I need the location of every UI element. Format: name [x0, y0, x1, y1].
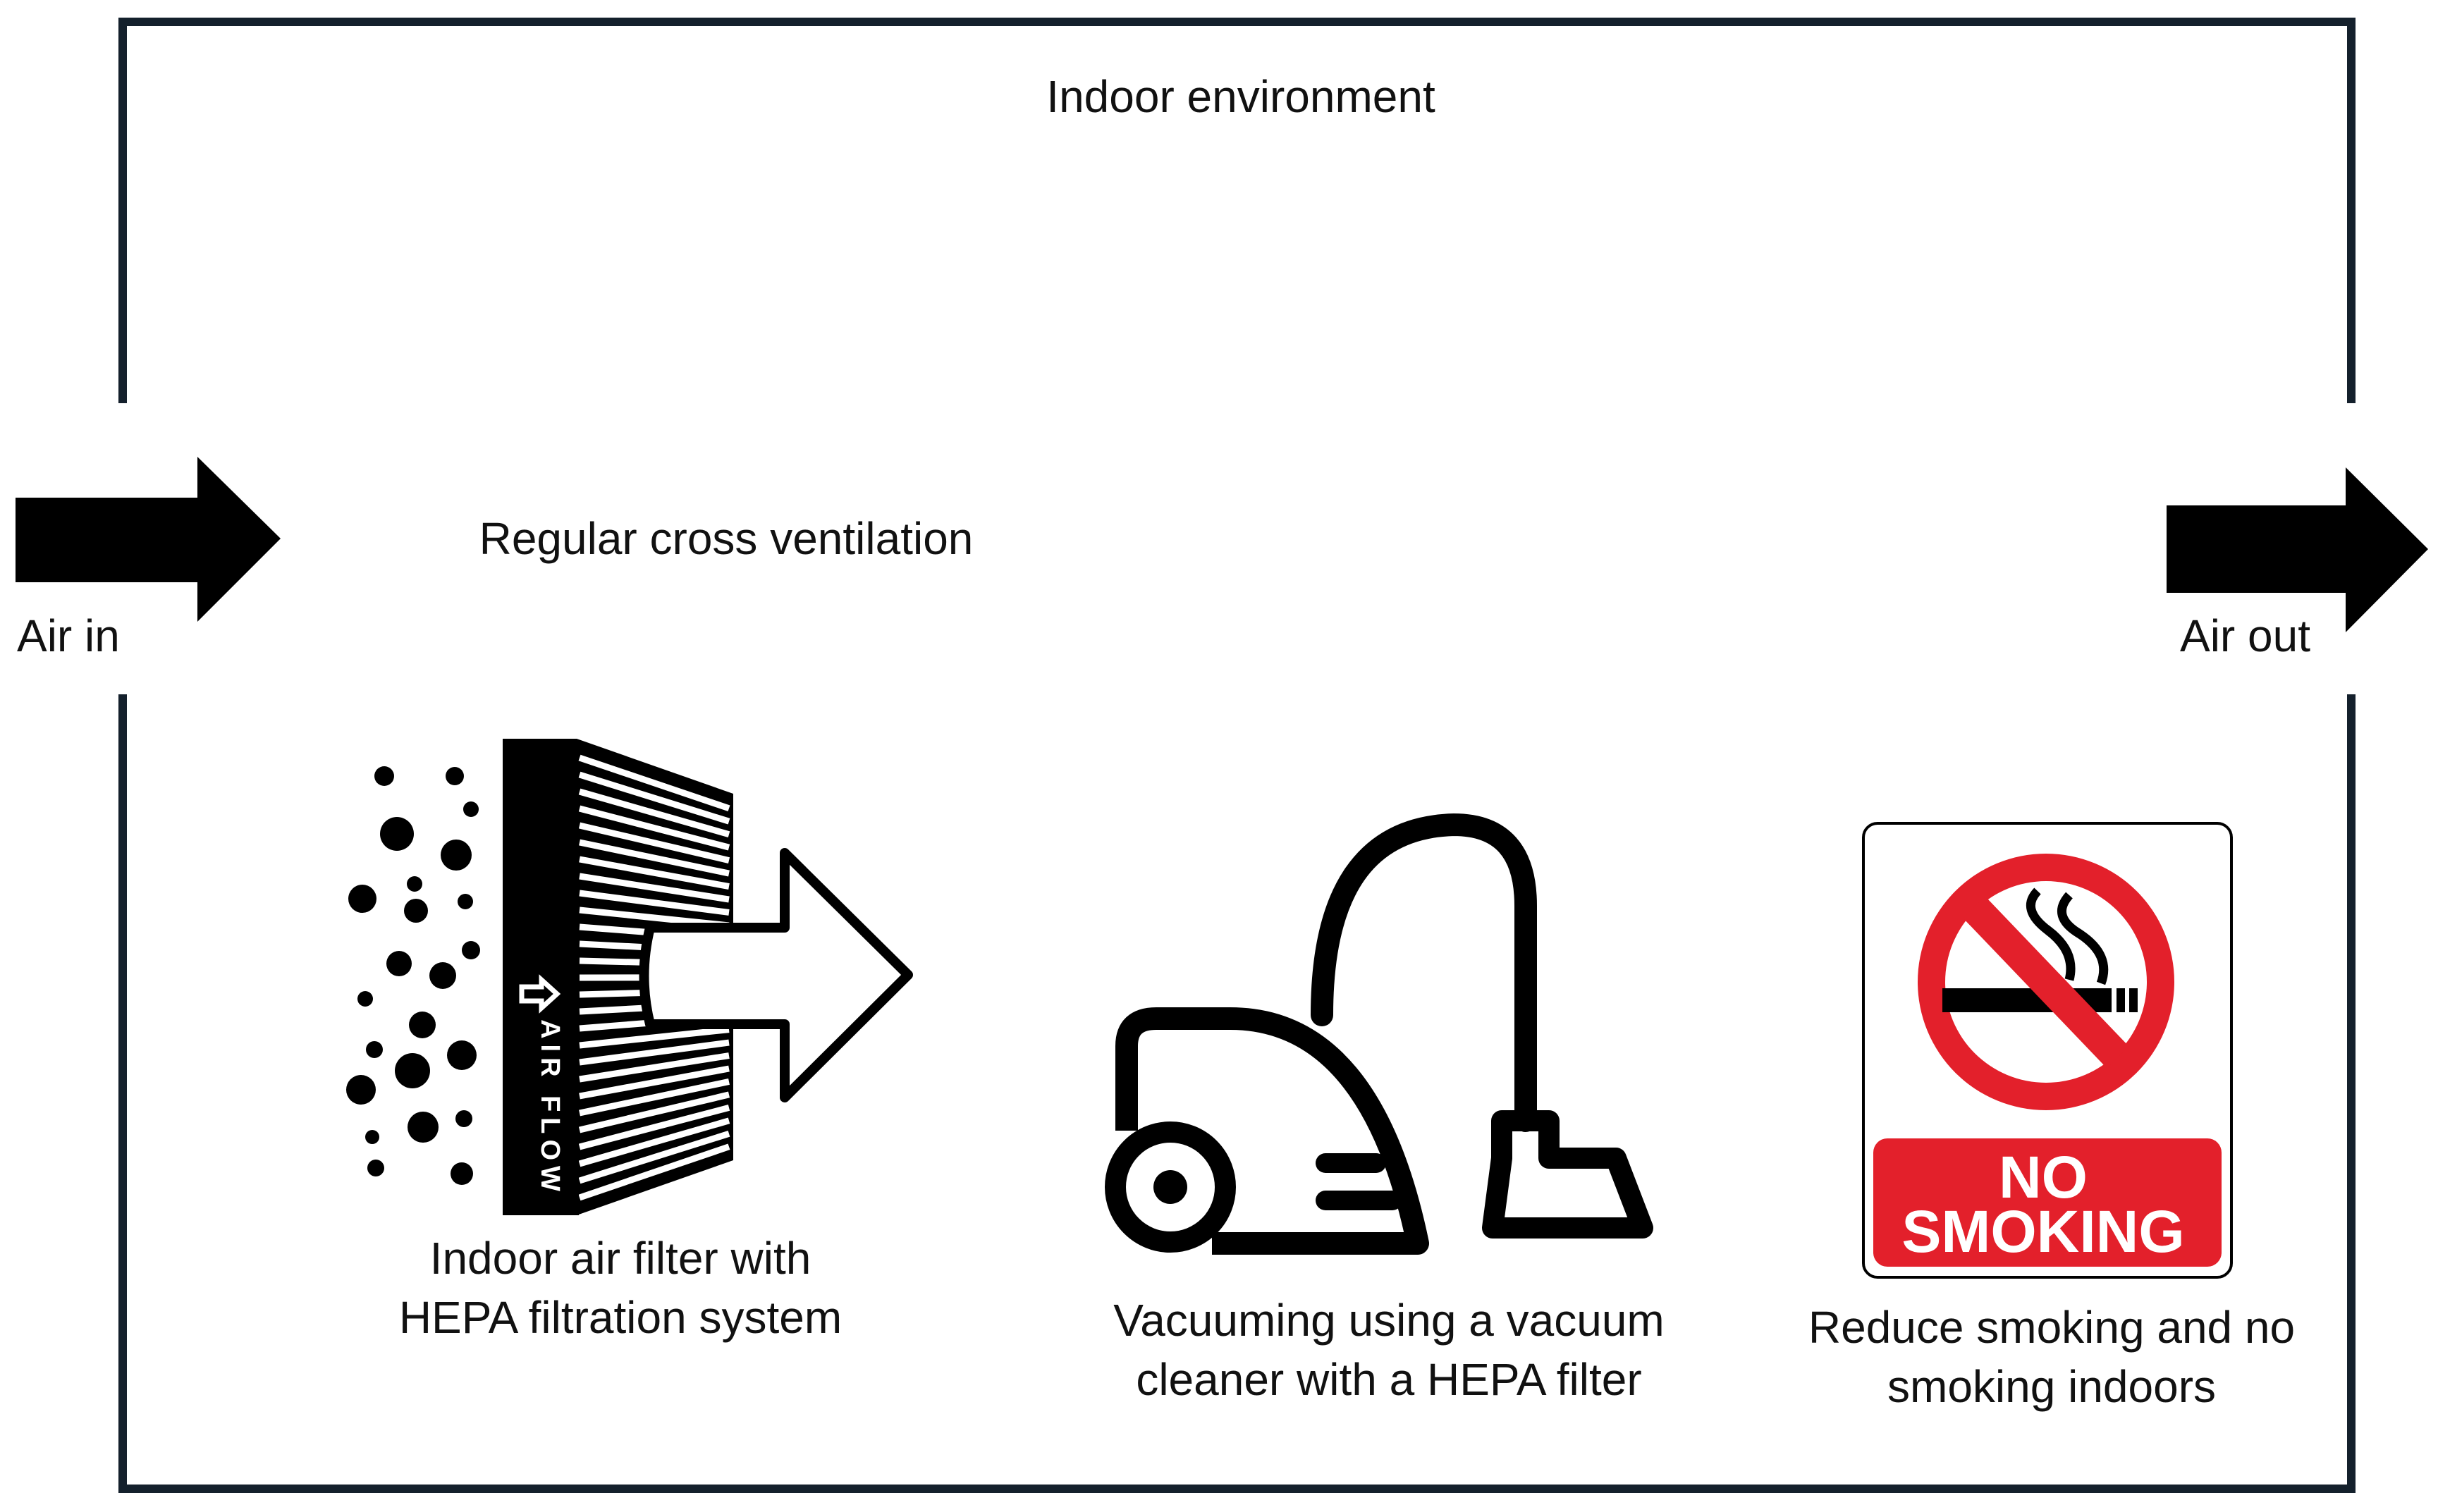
vacuum-hose	[1311, 813, 1537, 1132]
no-smoking-sign: NO SMOKING	[1862, 822, 2233, 1279]
vacuum-wheel	[1105, 1121, 1236, 1253]
prohibition-slash	[1963, 896, 2129, 1069]
sign-red-banner	[1873, 1138, 2222, 1267]
vacuum-body	[1115, 1007, 1429, 1255]
vacuum-vent-lines	[1316, 1153, 1402, 1210]
air-out-label: Air out	[2180, 610, 2310, 661]
arrow-up-icon	[519, 974, 561, 1014]
vacuum-nozzle	[1482, 1110, 1653, 1239]
air-in-arrow	[16, 457, 281, 622]
sign-text-smoking: SMOKING	[1901, 1198, 2184, 1265]
filter-caption-line2: HEPA filtration system	[398, 1292, 843, 1343]
smoking-caption-line1: Reduce smoking and no	[1808, 1302, 2296, 1353]
sign-text-no: NO	[1999, 1144, 2088, 1210]
smoking-caption-line2: smoking indoors	[1887, 1361, 2216, 1412]
air-out-arrow	[2167, 467, 2428, 632]
filter-caption-line1: Indoor air filter with	[429, 1233, 811, 1284]
air-in-label: Air in	[17, 610, 120, 661]
particle-dots	[346, 766, 480, 1185]
air-flow-text: AIR FLOW	[535, 1019, 565, 1197]
air-filter-icon: AIR FLOW	[346, 739, 913, 1215]
vacuum-wheel-hub	[1153, 1170, 1187, 1204]
vacuum-caption-line2: cleaner with a HEPA filter	[1136, 1354, 1642, 1405]
vacuum-cleaner-icon	[1105, 813, 1653, 1255]
vacuum-caption-line1: Vacuuming using a vacuum	[1113, 1295, 1665, 1346]
indoor-environment-title: Indoor environment	[1046, 71, 1435, 122]
room-frame	[118, 18, 2356, 1493]
air-flow-label-strip	[503, 950, 579, 1215]
ventilation-label: Regular cross ventilation	[479, 513, 974, 564]
airflow-arrow	[639, 848, 913, 1102]
